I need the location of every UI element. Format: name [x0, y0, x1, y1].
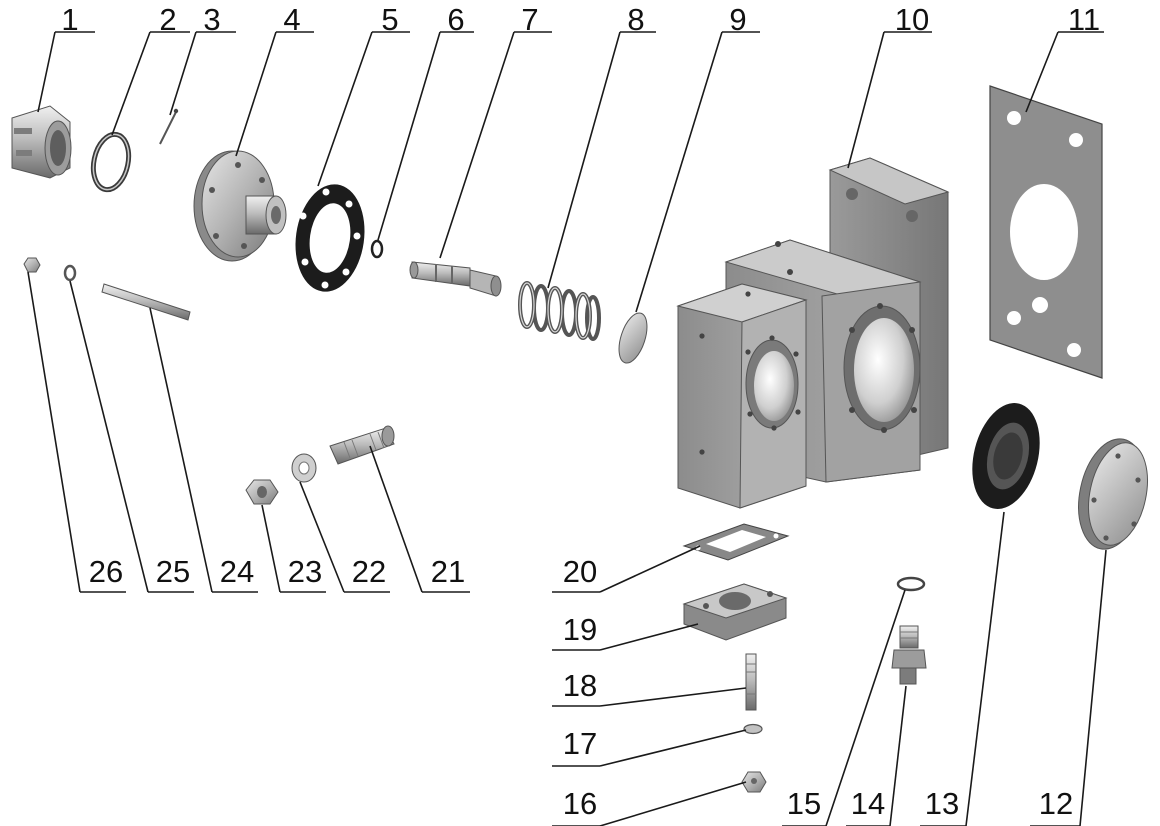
part-number-6: 6 [447, 2, 465, 37]
leader-p25 [69, 280, 149, 593]
part-23-hex-nut [245, 479, 279, 505]
part-14-fitting [891, 625, 927, 685]
leader-p24 [149, 307, 213, 593]
part-number-13: 13 [924, 786, 960, 821]
leader-p8 [547, 31, 621, 289]
part-number-24: 24 [219, 554, 255, 589]
part-number-17: 17 [562, 726, 598, 761]
part-number-18: 18 [562, 668, 598, 703]
leader-p26 [27, 271, 81, 593]
leader-p16 [599, 781, 747, 826]
part-number-8: 8 [627, 2, 645, 37]
part-number-22: 22 [351, 554, 387, 589]
part-number-5: 5 [381, 2, 399, 37]
part-2-ring [90, 131, 132, 193]
part-number-10: 10 [894, 2, 930, 37]
part-number-11: 11 [1067, 2, 1101, 37]
part-3-wire-pin [159, 108, 179, 145]
part-22-washer [291, 453, 317, 483]
part-11-gasket-plate [989, 85, 1103, 379]
part-15-washer [896, 576, 926, 592]
leader-lines [27, 31, 1107, 826]
part-number-7: 7 [521, 2, 539, 37]
leader-p5 [317, 31, 373, 187]
part-20-flat-gasket [682, 523, 790, 561]
part-24-long-rod [101, 283, 191, 321]
part-1-sleeve-nut [11, 105, 72, 179]
part-4-flange [193, 150, 287, 262]
part-13-round-gasket [972, 403, 1040, 509]
part-number-16: 16 [562, 786, 598, 821]
part-number-15: 15 [786, 786, 822, 821]
part-9-disc [618, 312, 648, 364]
leader-p7 [439, 31, 515, 259]
leader-p1 [37, 31, 56, 113]
part-7-valve-spool [409, 261, 502, 297]
part-25-small-ring [63, 264, 77, 282]
part-6-o-ring [370, 239, 384, 259]
part-21-stud-bolt [329, 425, 395, 465]
part-number-19: 19 [562, 612, 598, 647]
leader-p11 [1025, 31, 1059, 113]
leader-p23 [261, 504, 281, 593]
leader-p9 [635, 31, 723, 313]
leader-p14 [889, 685, 907, 826]
leader-p19 [599, 623, 699, 651]
leader-p21 [369, 445, 423, 593]
leader-p10 [847, 31, 885, 169]
part-number-26: 26 [88, 554, 124, 589]
part-number-9: 9 [729, 2, 747, 37]
part-8-spring-highlight [519, 282, 591, 339]
part-19-square-flange [682, 583, 788, 641]
leader-p3 [169, 31, 197, 116]
part-number-4: 4 [283, 2, 301, 37]
leader-p2 [111, 31, 151, 136]
leader-p15 [825, 589, 906, 826]
leader-p17 [599, 729, 747, 767]
leader-p20 [599, 545, 701, 593]
leader-p13 [965, 511, 1005, 826]
part-12-cover [1078, 438, 1148, 550]
part-10-housing [676, 157, 950, 509]
leader-p4 [235, 31, 277, 157]
part-8-spring [518, 281, 601, 341]
part-number-12: 12 [1038, 786, 1074, 821]
leader-p18 [599, 687, 747, 707]
part-17-washer [743, 723, 763, 735]
part-number-14: 14 [850, 786, 886, 821]
part-number-2: 2 [159, 2, 177, 37]
part-number-23: 23 [287, 554, 323, 589]
part-number-1: 1 [61, 2, 79, 37]
leader-p6 [377, 31, 441, 241]
part-18-stud [745, 653, 757, 711]
leader-p12 [1079, 549, 1107, 826]
part-number-3: 3 [203, 2, 221, 37]
part-5-gasket [295, 184, 365, 292]
part-number-21: 21 [430, 554, 466, 589]
part-number-20: 20 [562, 554, 598, 589]
part-26-small-nut [23, 257, 41, 273]
part-number-25: 25 [155, 554, 191, 589]
leader-p22 [299, 481, 345, 593]
part-16-nut [741, 771, 767, 793]
